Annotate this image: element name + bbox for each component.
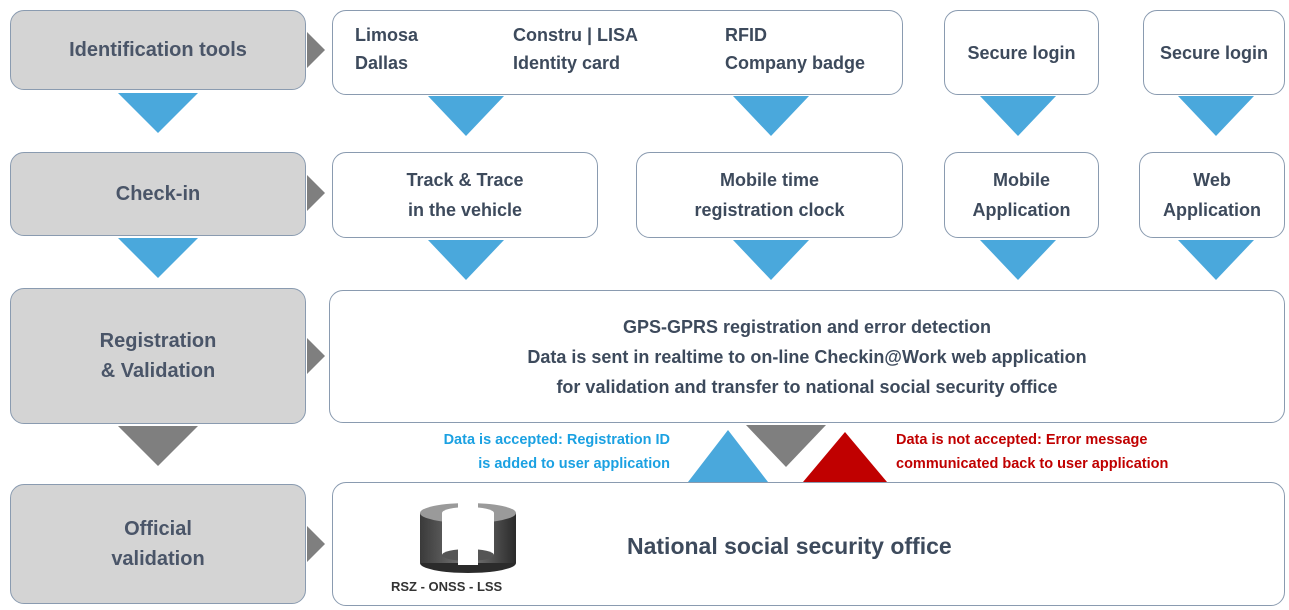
stage-label: validation [111,548,205,570]
flow-down-arrow-icon [428,96,504,136]
checkin-label: Web [1193,170,1231,190]
rejected-line: communicated back to user application [896,456,1169,472]
checkin-label: in the vehicle [407,200,523,220]
secure-login-box: Secure login [1143,10,1285,95]
track-trace-box: Track & Trace in the vehicle [332,152,598,238]
rejected-note: Data is not accepted: Error message comm… [896,428,1276,476]
tool-column: Constru | LISA Identity card [513,21,638,77]
flow-down-arrow-icon [980,96,1056,136]
registration-line: GPS-GPRS registration and error detectio… [622,316,992,337]
arrow-right-icon [307,175,325,211]
registration-line: for validation and transfer to national … [556,376,1058,397]
stage-label: & Validation [100,360,216,382]
error-up-arrow-icon [803,432,887,482]
arrow-right-icon [307,32,325,68]
stage-label: Registration [99,330,217,352]
arrow-right-icon [307,526,325,562]
stage-check-in: Check-in [10,152,306,236]
rsz-logo-icon [420,503,516,573]
tool-label: Company badge [725,53,866,73]
flow-down-arrow-icon [118,238,198,278]
stage-label: Identification tools [69,39,247,61]
flow-down-arrow-icon [118,93,198,133]
checkin-label: Application [972,200,1071,220]
stage-identification-tools: Identification tools [10,10,306,90]
flow-down-arrow-icon [1178,240,1254,280]
secure-login-label: Secure login [967,42,1076,63]
mobile-app-box: Mobile Application [944,152,1099,238]
flow-down-arrow-icon [980,240,1056,280]
checkin-label: Mobile time [719,170,819,190]
flow-down-arrow-icon [428,240,504,280]
mobile-clock-box: Mobile time registration clock [636,152,903,238]
stage-official-validation: Official validation [10,484,306,604]
secure-login-box: Secure login [944,10,1099,95]
checkin-label: Track & Trace [406,170,524,190]
stage-label: Official [124,518,192,540]
flow-down-arrow-icon [1178,96,1254,136]
flow-down-arrow-icon [118,426,198,466]
official-box: RSZ - ONSS - LSS National social securit… [332,482,1285,606]
web-app-box: Web Application [1139,152,1285,238]
flow-down-arrow-icon [733,240,809,280]
accepted-line: is added to user application [478,456,670,472]
flow-down-arrow-icon [733,96,809,136]
tool-label: Limosa [355,25,419,45]
registration-line: Data is sent in realtime to on-line Chec… [527,346,1087,367]
stage-label: Check-in [115,183,201,205]
secure-login-label: Secure login [1159,42,1269,63]
tool-label: Identity card [513,53,621,73]
checkin-label: registration clock [694,200,845,220]
logo-caption: RSZ - ONSS - LSS [391,579,503,594]
tool-label: Constru | LISA [513,25,639,45]
tool-column: Limosa Dallas [355,21,418,77]
checkin-label: Mobile [993,170,1050,190]
accepted-line: Data is accepted: Registration ID [443,432,670,448]
identification-tools-box: Limosa Dallas Constru | LISA Identity ca… [332,10,903,95]
registration-box: GPS-GPRS registration and error detectio… [329,290,1285,423]
checkin-label: Application [1163,200,1261,220]
rejected-line: Data is not accepted: Error message [896,432,1148,448]
arrow-right-icon [307,338,325,374]
tool-label: Dallas [355,53,409,73]
official-title: National social security office [627,533,952,559]
tool-label: RFID [725,25,767,45]
accepted-note: Data is accepted: Registration ID is add… [388,428,670,476]
tool-column: RFID Company badge [725,21,865,77]
stage-registration-validation: Registration & Validation [10,288,306,424]
